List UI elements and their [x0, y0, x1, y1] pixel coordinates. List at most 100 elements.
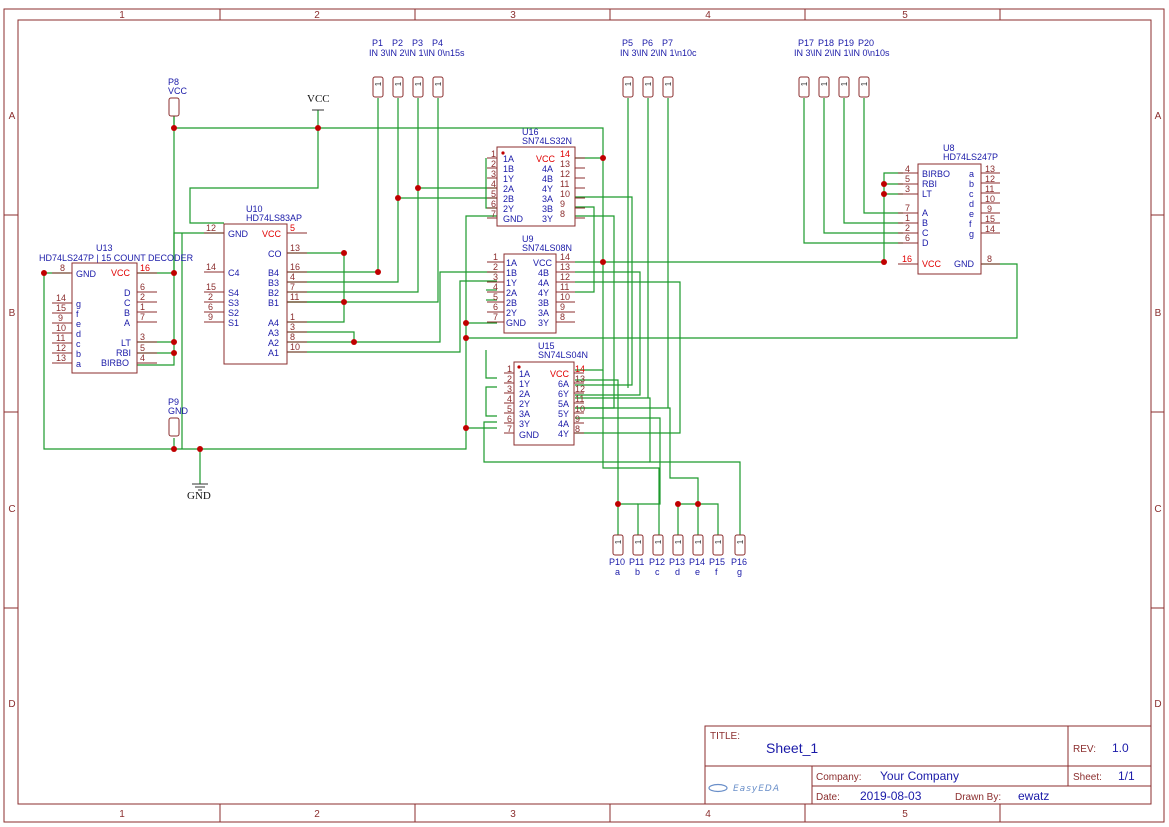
svg-text:1B: 1B [503, 164, 514, 174]
zone-col-1-bottom: 1 [119, 809, 125, 820]
svg-text:b: b [969, 179, 974, 189]
header-sub: c [655, 567, 660, 577]
pin-number: 1 [654, 539, 663, 544]
company-value: Your Company [880, 769, 959, 783]
svg-text:B: B [124, 308, 130, 318]
svg-text:S3: S3 [228, 298, 239, 308]
svg-text:4A: 4A [542, 164, 553, 174]
svg-text:d: d [76, 329, 81, 339]
chip-u13[interactable]: U13 HD74LS247P | 15 COUNT DECODER GND gf… [39, 243, 194, 374]
header-ref: P12 [649, 557, 665, 567]
zone-col-1-top: 1 [119, 10, 125, 21]
svg-text:d: d [969, 199, 974, 209]
svg-text:C: C [124, 298, 131, 308]
header-ref: P11 [629, 557, 644, 567]
svg-text:b: b [76, 349, 81, 359]
svg-text:D: D [922, 238, 929, 248]
svg-text:11: 11 [575, 394, 584, 404]
header-p1[interactable]: 1P1 [372, 38, 384, 98]
svg-text:g: g [76, 299, 81, 309]
header-p4[interactable]: 1P4 [432, 38, 444, 98]
svg-text:1Y: 1Y [506, 278, 517, 288]
chip-u15-name: SN74LS04N [538, 350, 588, 360]
svg-text:B1: B1 [268, 298, 279, 308]
svg-text:c: c [76, 339, 81, 349]
header-ref: P3 [412, 38, 423, 48]
header-sub: VCC [168, 86, 188, 96]
svg-text:RBI: RBI [922, 179, 937, 189]
svg-text:4Y: 4Y [542, 184, 553, 194]
svg-text:6: 6 [507, 414, 512, 424]
svg-text:13: 13 [560, 262, 570, 272]
svg-text:16: 16 [902, 254, 912, 264]
svg-text:B3: B3 [268, 278, 279, 288]
svg-text:4: 4 [140, 353, 145, 363]
pin-number: 1 [800, 81, 809, 86]
header-ref: P7 [662, 38, 673, 48]
svg-text:e: e [969, 209, 974, 219]
svg-text:f: f [76, 309, 79, 319]
header-sub: a [615, 567, 620, 577]
chip-u13-ref: U13 [96, 243, 113, 253]
header-sub: e [695, 567, 700, 577]
pin-number: 1 [394, 81, 403, 86]
svg-text:2: 2 [208, 292, 213, 302]
svg-text:1A: 1A [519, 369, 530, 379]
svg-text:5: 5 [290, 223, 295, 233]
svg-text:A: A [124, 318, 130, 328]
header-p5[interactable]: 1P5 [622, 38, 634, 98]
svg-text:BIRBO: BIRBO [922, 169, 950, 179]
pin-number: 1 [860, 81, 869, 86]
header-sub: d [675, 567, 680, 577]
zone-row-d-left: D [8, 699, 15, 710]
svg-text:VCC: VCC [922, 259, 942, 269]
svg-text:7: 7 [290, 282, 295, 292]
svg-text:VCC: VCC [536, 154, 556, 164]
zone-row-c-left: C [8, 504, 15, 515]
svg-text:10: 10 [985, 194, 995, 204]
svg-text:10: 10 [290, 342, 300, 352]
svg-text:4: 4 [290, 272, 295, 282]
svg-text:5: 5 [491, 189, 496, 199]
svg-text:2: 2 [493, 262, 498, 272]
svg-text:3: 3 [507, 384, 512, 394]
header-ref: P13 [669, 557, 685, 567]
header-ref: P2 [392, 38, 403, 48]
header-p2[interactable]: 1 P2 [392, 38, 404, 98]
svg-text:8: 8 [987, 254, 992, 264]
header-p6[interactable]: 1P6 [642, 38, 654, 98]
header-p3[interactable]: 1P3 [412, 38, 424, 98]
svg-text:5: 5 [507, 404, 512, 414]
date-value: 2019-08-03 [860, 789, 922, 803]
svg-text:1: 1 [905, 213, 910, 223]
header-p7[interactable]: 1P7 [662, 38, 674, 98]
svg-text:6A: 6A [558, 379, 569, 389]
chip-u13-name: HD74LS247P | 15 COUNT DECODER [39, 253, 194, 263]
svg-text:15: 15 [56, 303, 66, 313]
svg-text:B4: B4 [268, 268, 279, 278]
svg-text:10: 10 [560, 189, 570, 199]
svg-text:g: g [969, 229, 974, 239]
svg-text:6: 6 [208, 302, 213, 312]
svg-text:12: 12 [206, 223, 216, 233]
svg-text:12: 12 [560, 272, 570, 282]
